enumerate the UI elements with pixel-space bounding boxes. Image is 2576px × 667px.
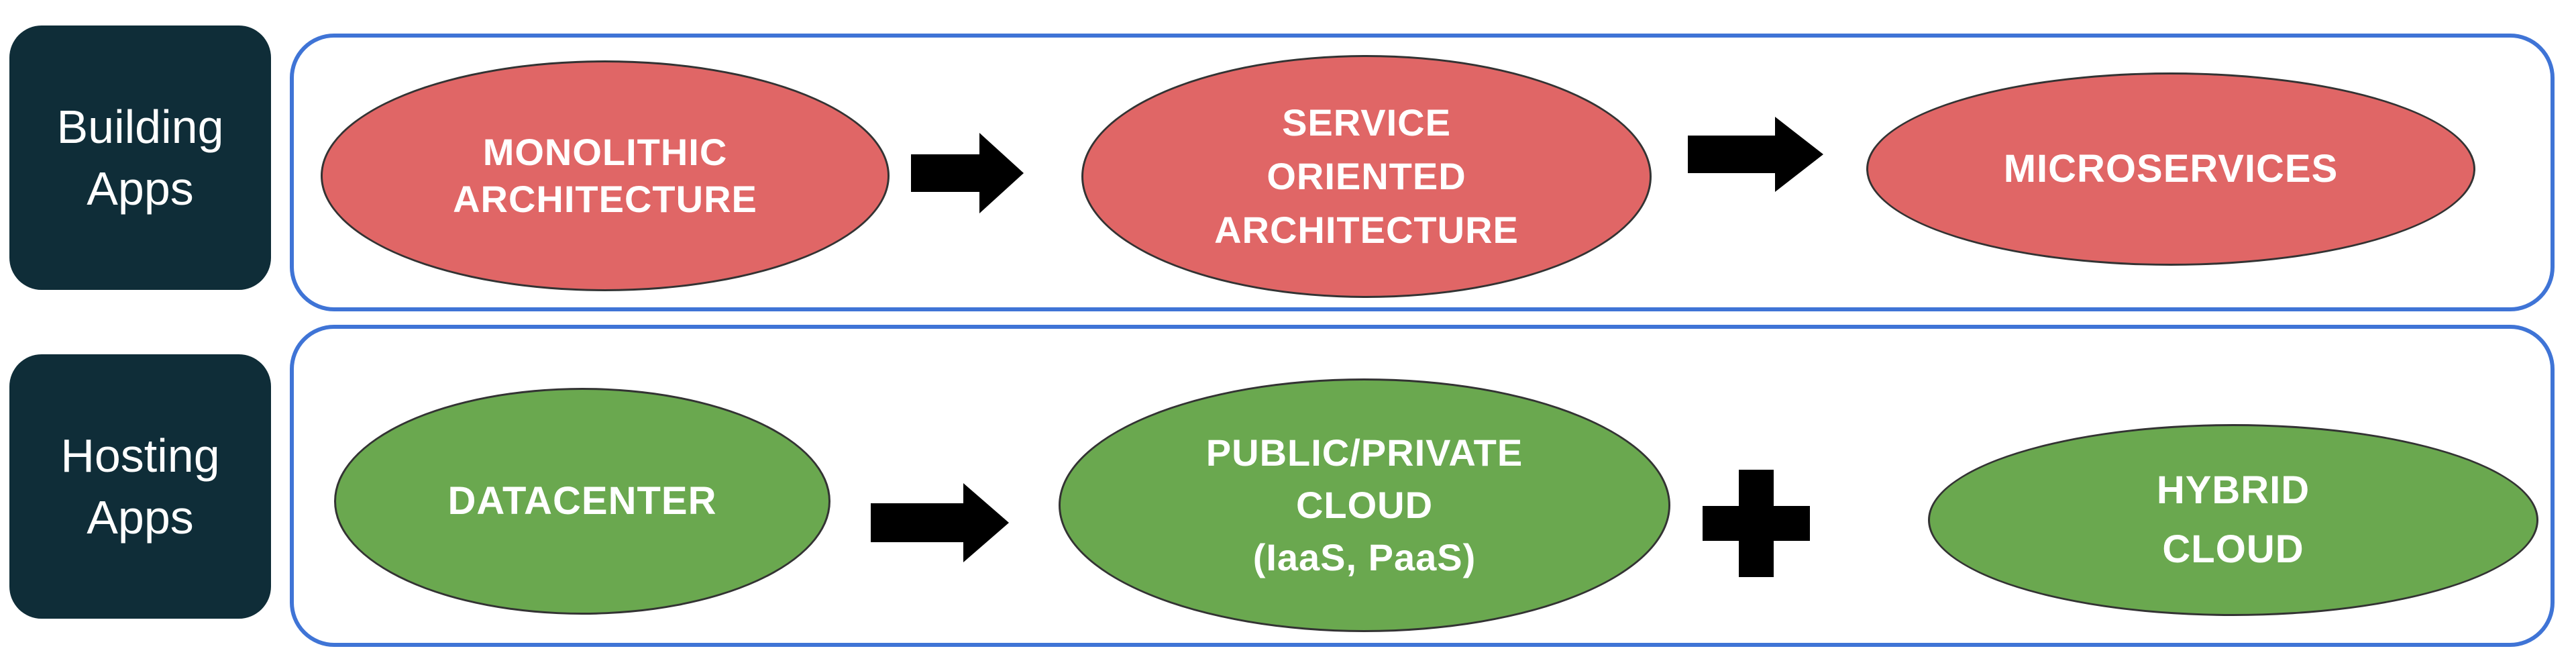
node-text: ORIENTED — [1267, 155, 1466, 197]
node-text: MICROSERVICES — [2003, 147, 2339, 191]
node-datacenter: DATACENTER — [334, 388, 830, 615]
row-label-line: Apps — [87, 491, 194, 544]
arrow-right-icon — [1688, 117, 1823, 192]
node-hybrid-cloud: HYBRID CLOUD — [1928, 424, 2538, 616]
node-text: PUBLIC/PRIVATE — [1205, 431, 1523, 474]
node-text: ARCHITECTURE — [1214, 209, 1519, 251]
row-label-hosting-apps: Hosting Apps — [9, 354, 271, 619]
node-text: CLOUD — [2162, 527, 2304, 571]
node-text: (IaaS, PaaS) — [1252, 536, 1477, 578]
node-monolithic-architecture: MONOLITHIC ARCHITECTURE — [321, 60, 890, 291]
node-text: HYBRID — [2156, 468, 2310, 512]
row-label-building-apps: Building Apps — [9, 25, 271, 290]
plus-icon — [1703, 470, 1810, 577]
row-hosting-apps: DATACENTER PUBLIC/PRIVATE CLOUD (IaaS, P… — [290, 325, 2555, 647]
node-public-private-cloud: PUBLIC/PRIVATE CLOUD (IaaS, PaaS) — [1059, 378, 1670, 632]
row-label-line: Building — [56, 101, 224, 153]
node-microservices: MICROSERVICES — [1866, 72, 2475, 266]
node-text: DATACENTER — [447, 479, 717, 523]
node-text: SERVICE — [1282, 101, 1451, 144]
arrow-right-icon — [871, 483, 1009, 562]
node-text: CLOUD — [1295, 484, 1434, 526]
row-label-line: Hosting — [60, 429, 220, 482]
arrow-right-icon — [911, 133, 1024, 213]
node-service-oriented-architecture: SERVICE ORIENTED ARCHITECTURE — [1081, 55, 1652, 298]
node-text: MONOLITHIC — [482, 131, 728, 173]
row-label-line: Apps — [87, 162, 194, 215]
node-text: ARCHITECTURE — [453, 178, 757, 220]
row-building-apps: MONOLITHIC ARCHITECTURE SERVICE ORIENTED… — [290, 34, 2555, 311]
